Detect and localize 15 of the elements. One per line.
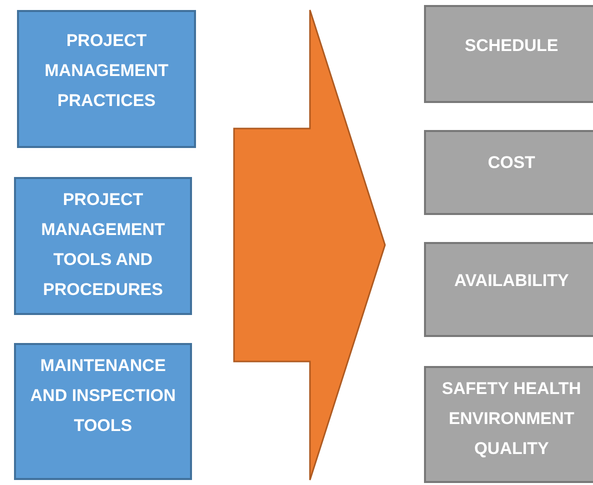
outcome-box <box>424 5 593 103</box>
outcome-box <box>424 130 593 215</box>
box-label: AVAILABILITY <box>453 270 570 292</box>
box-label: SAFETY HEALTH ENVIRONMENT QUALITY <box>440 378 582 460</box>
box-label: PROJECT MANAGEMENT PRACTICES <box>44 30 170 112</box>
input-box <box>14 177 192 315</box>
input-box <box>14 343 192 480</box>
box-label: PROJECT MANAGEMENT TOOLS AND PROCEDURES <box>40 189 166 301</box>
outcome-box <box>424 366 593 483</box>
box-label: COST <box>486 152 536 174</box>
input-box <box>17 10 196 148</box>
outcome-box <box>424 242 593 337</box>
box-label: SCHEDULE <box>464 35 560 57</box>
box-label: MAINTENANCE AND INSPECTION TOOLS <box>29 355 177 437</box>
block-arrow <box>234 10 385 480</box>
